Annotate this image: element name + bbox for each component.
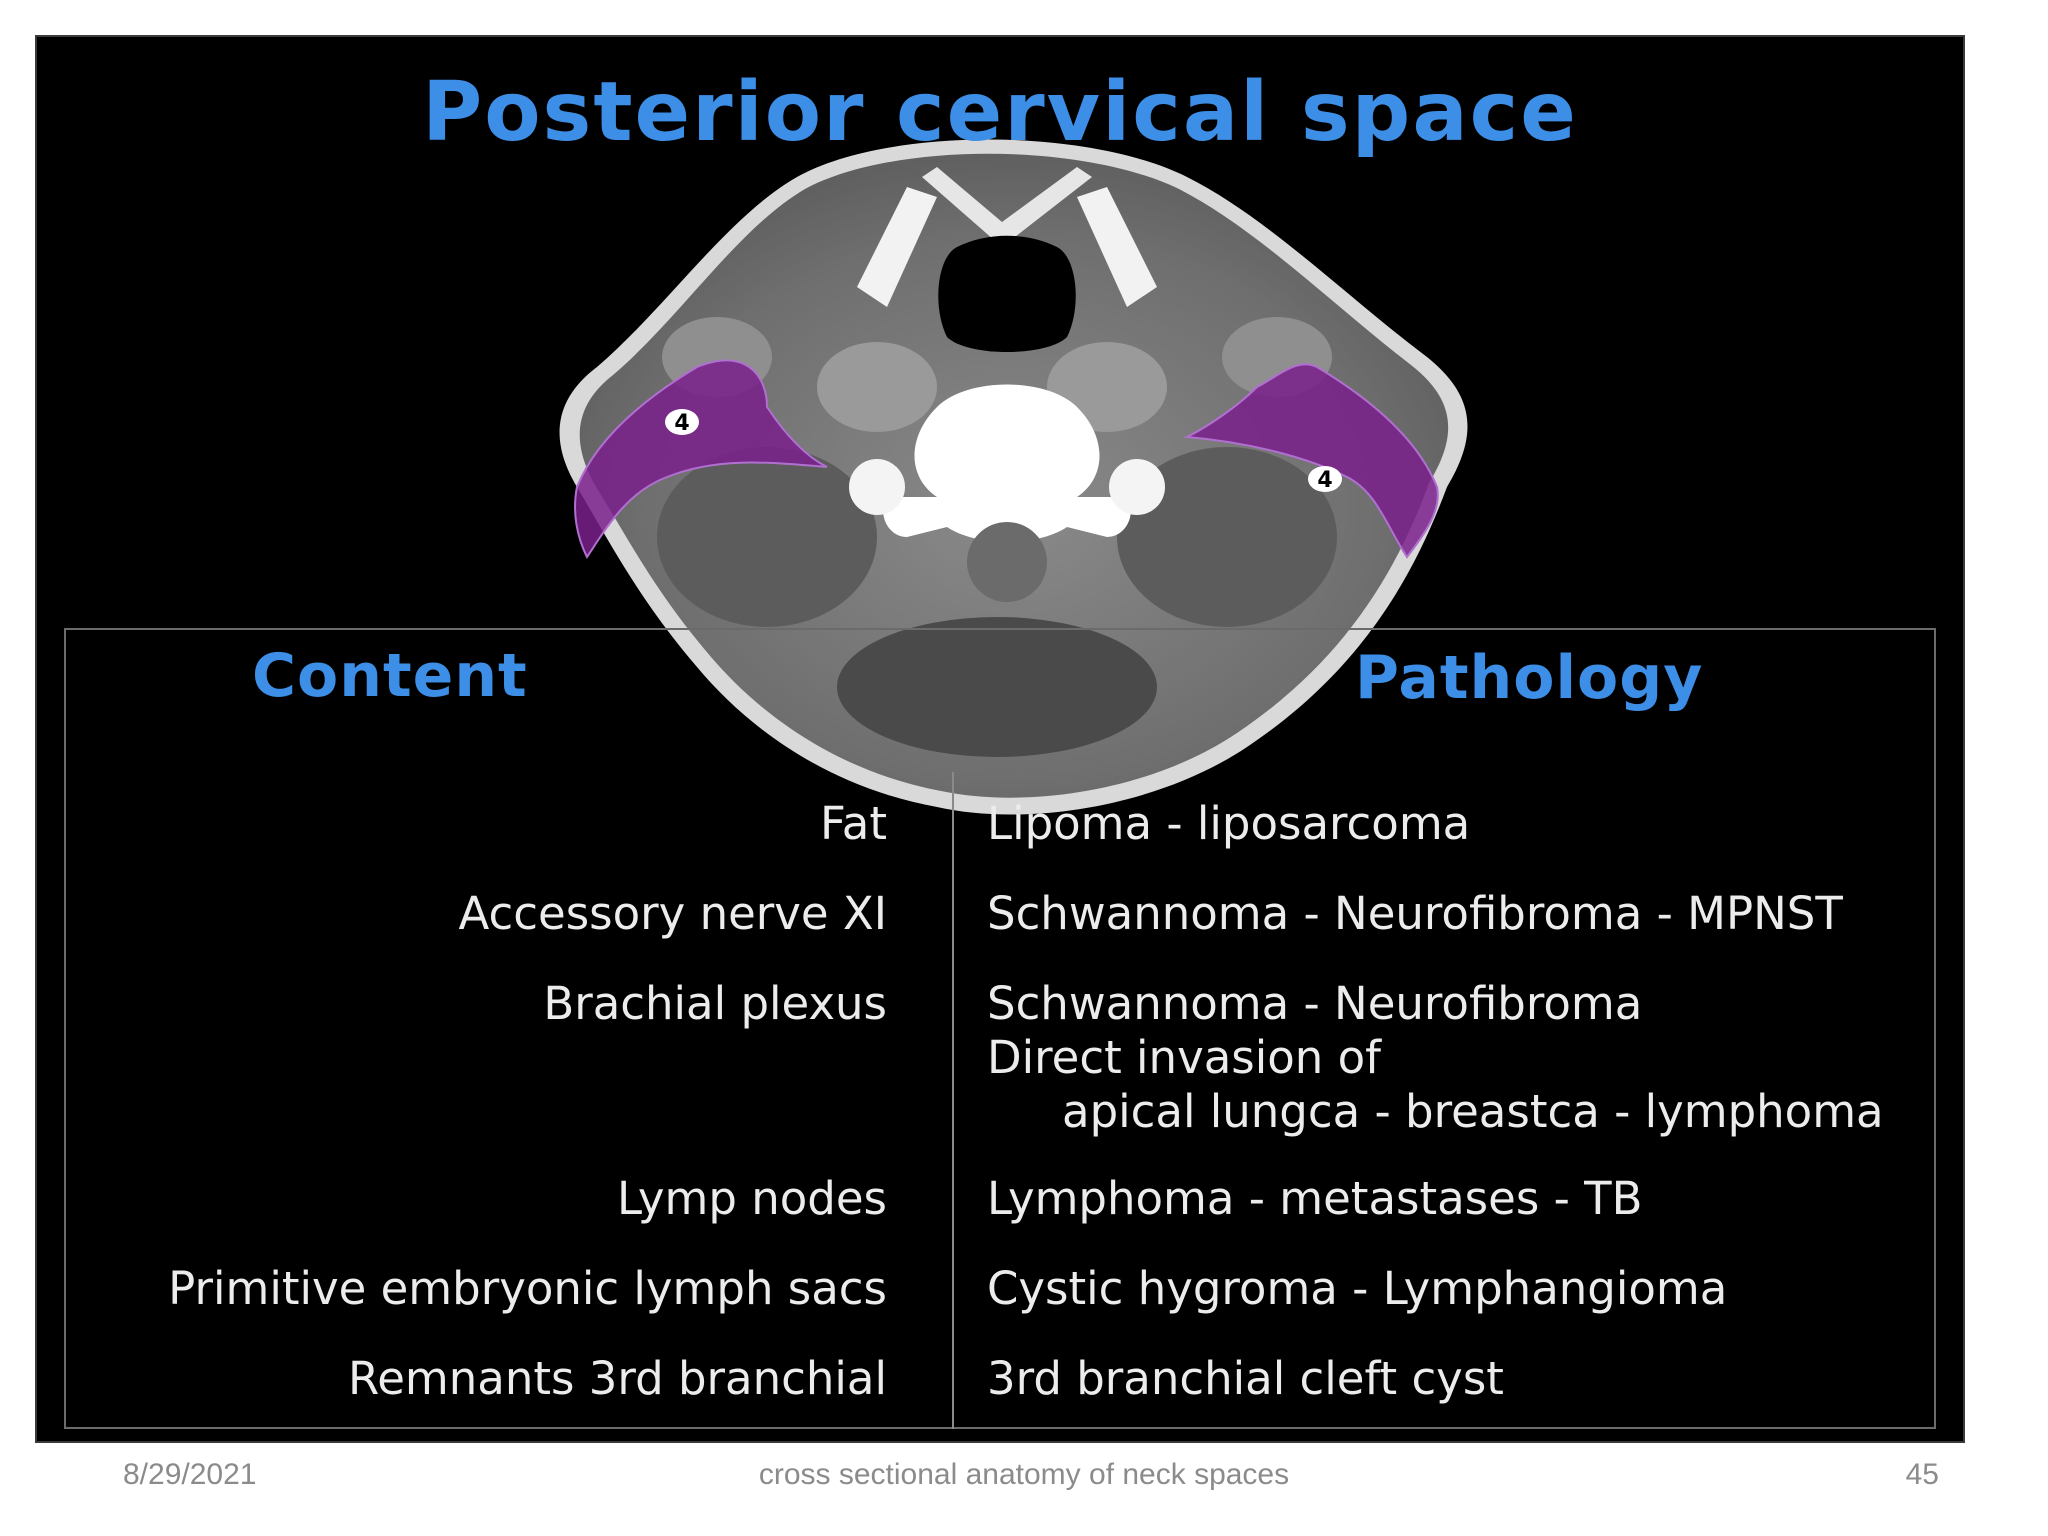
airway <box>938 235 1076 352</box>
pathology-line: Schwannoma - Neurofibroma - MPNST <box>987 887 1843 940</box>
content-column-header: Content <box>252 641 528 711</box>
pathology-cell: Lymphoma - metastases - TB <box>987 1172 1642 1226</box>
content-pathology-table <box>64 628 1936 1429</box>
column-divider <box>952 772 954 1429</box>
pathology-cell: Schwannoma - Neurofibroma - MPNST <box>987 887 1843 941</box>
content-cell: Fat <box>820 797 887 850</box>
footer-title: cross sectional anatomy of neck spaces <box>758 1458 1290 1491</box>
content-cell: Brachial plexus <box>543 977 887 1030</box>
pathology-line: Schwannoma - Neurofibroma <box>987 977 1643 1030</box>
slide-image: 4 4 Posterior cervical space Content Pat… <box>35 35 1965 1443</box>
pathology-line: Lymphoma - metastases - TB <box>987 1172 1643 1225</box>
right-marker-badge: 4 <box>1308 466 1342 493</box>
pathology-line: apical lungca - breastca - lymphoma <box>1062 1085 1884 1138</box>
pathology-cell: Cystic hygroma - Lymphangioma <box>987 1262 1727 1316</box>
pathology-cell: 3rd branchial cleft cyst <box>987 1352 1504 1406</box>
ct-scan-image: 4 4 <box>559 139 1468 815</box>
pathology-cell: Lipoma - liposarcoma <box>987 797 1470 851</box>
content-cell: Accessory nerve XI <box>458 887 887 940</box>
content-cell: Primitive embryonic lymph sacs <box>168 1262 887 1315</box>
slide-title: Posterior cervical space <box>422 65 1578 160</box>
right-marker-label: 4 <box>1317 468 1332 493</box>
pathology-column-header: Pathology <box>1355 643 1704 713</box>
left-posterior-cervical-space-highlight <box>574 359 828 559</box>
left-marker-badge: 4 <box>665 409 699 436</box>
vertebra <box>883 384 1131 542</box>
content-cell: Lymp nodes <box>616 1172 887 1225</box>
left-marker-label: 4 <box>674 411 689 436</box>
content-cell: Remnants 3rd branchial <box>348 1352 887 1405</box>
pathology-line: Direct invasion of <box>987 1031 1381 1084</box>
pathology-line: 3rd branchial cleft cyst <box>987 1352 1504 1405</box>
page-number: 45 <box>1905 1458 1939 1491</box>
right-posterior-cervical-space-highlight <box>1183 363 1439 559</box>
footer-date: 8/29/2021 <box>123 1458 257 1491</box>
pathology-line: Lipoma - liposarcoma <box>987 797 1471 850</box>
pathology-cell: Schwannoma - Neurofibroma Direct invasio… <box>987 977 1884 1139</box>
pathology-line: Cystic hygroma - Lymphangioma <box>987 1262 1728 1315</box>
